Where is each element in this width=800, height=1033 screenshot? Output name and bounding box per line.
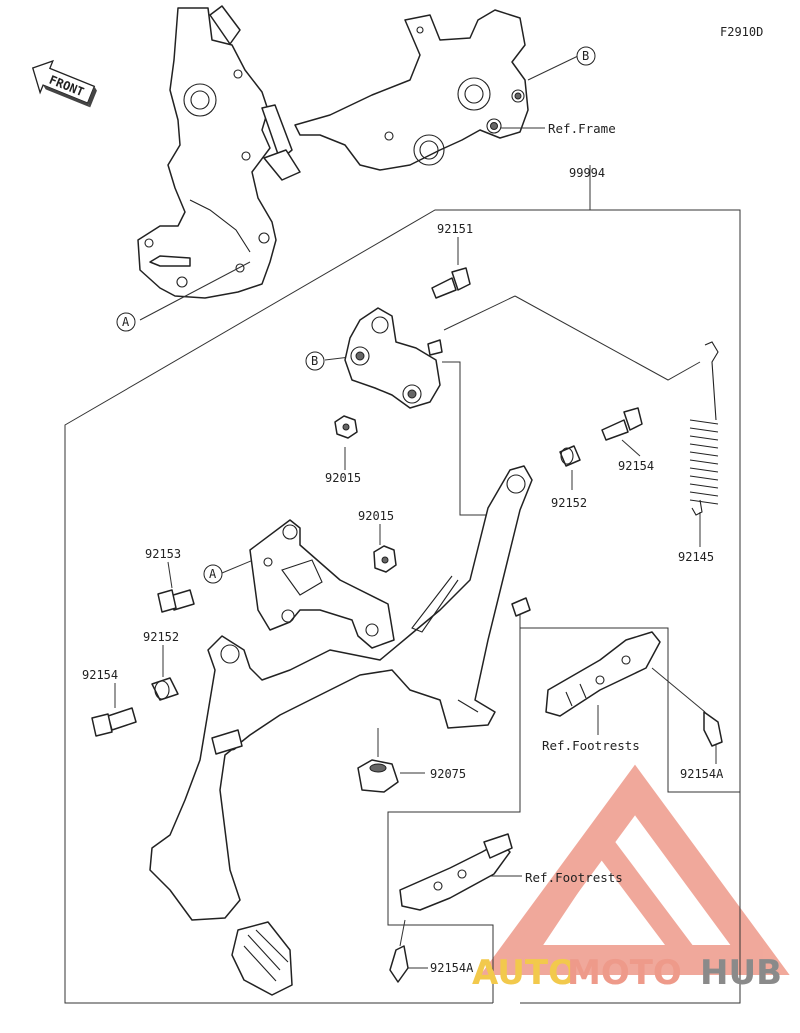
label-nut-right: 92015: [358, 509, 394, 523]
label-bolt-top: 92151: [437, 222, 473, 236]
front-arrow-icon: FRONT: [31, 59, 97, 108]
label-collar-right: 92152: [551, 496, 587, 510]
svg-text:A: A: [122, 315, 130, 329]
svg-text:HUB: HUB: [700, 953, 782, 993]
footrest-2-drawing: [399, 833, 513, 911]
nut-92015-top-drawing: [334, 415, 358, 439]
upper-bracket-drawing: [344, 307, 443, 409]
svg-text:AUTO: AUTO: [472, 953, 577, 993]
callout-b-bracket: B: [305, 351, 325, 371]
label-bolt-left-low: 92154: [82, 668, 118, 682]
center-stand-drawing: [149, 465, 533, 996]
svg-text:A: A: [209, 567, 217, 581]
collar-92152-right-drawing: [559, 445, 581, 467]
ref-frame: Ref.Frame: [548, 121, 616, 136]
label-bolt-foot-2: 92154A: [430, 961, 474, 975]
part-labels: 99994 92151 92015 92015 92152 92154 9214…: [82, 166, 724, 975]
ref-footrests-1: Ref.Footrests: [542, 738, 640, 753]
callout-a-frame: A: [116, 312, 136, 332]
bolt-92154-right-drawing: [601, 407, 643, 441]
label-stopper: 92075: [430, 767, 466, 781]
callout-a-plate: A: [203, 564, 223, 584]
stopper-92075-drawing: [357, 759, 399, 793]
svg-text:B: B: [582, 49, 589, 63]
svg-text:MOTO: MOTO: [567, 953, 682, 993]
leader-lines: [64, 55, 741, 1004]
label-bolt-left: 92153: [145, 547, 181, 561]
callout-b-top: B: [576, 46, 596, 66]
label-collar-left: 92152: [143, 630, 179, 644]
reference-labels: Ref.Frame Ref.Footrests Ref.Footrests: [525, 121, 640, 885]
label-bolt-right: 92154: [618, 459, 654, 473]
spring-92145-drawing: [689, 341, 719, 516]
footrest-1-drawing: [545, 631, 661, 717]
bolt-92153-drawing: [157, 589, 195, 613]
label-nut-left-top: 92015: [325, 471, 361, 485]
label-kit: 99994: [569, 166, 605, 180]
ref-footrests-2: Ref.Footrests: [525, 870, 623, 885]
label-spring: 92145: [678, 550, 714, 564]
bolt-92154a-2-drawing: [389, 919, 409, 983]
mount-plate-drawing: [249, 519, 395, 649]
watermark-text: AUTO MOTO HUB: [472, 953, 782, 993]
nut-92015-right-drawing: [373, 545, 397, 573]
bolt-92154-left-drawing: [91, 707, 137, 737]
figure-code: F2910D: [720, 25, 763, 39]
collar-92152-left-drawing: [151, 677, 179, 701]
label-bolt-foot-1: 92154A: [680, 767, 724, 781]
watermark-logo: [480, 764, 790, 975]
svg-text:B: B: [311, 354, 318, 368]
bolt-92151-drawing: [431, 267, 471, 299]
frame-drawing: [137, 5, 529, 299]
bolt-92154a-1-drawing: [703, 711, 723, 747]
